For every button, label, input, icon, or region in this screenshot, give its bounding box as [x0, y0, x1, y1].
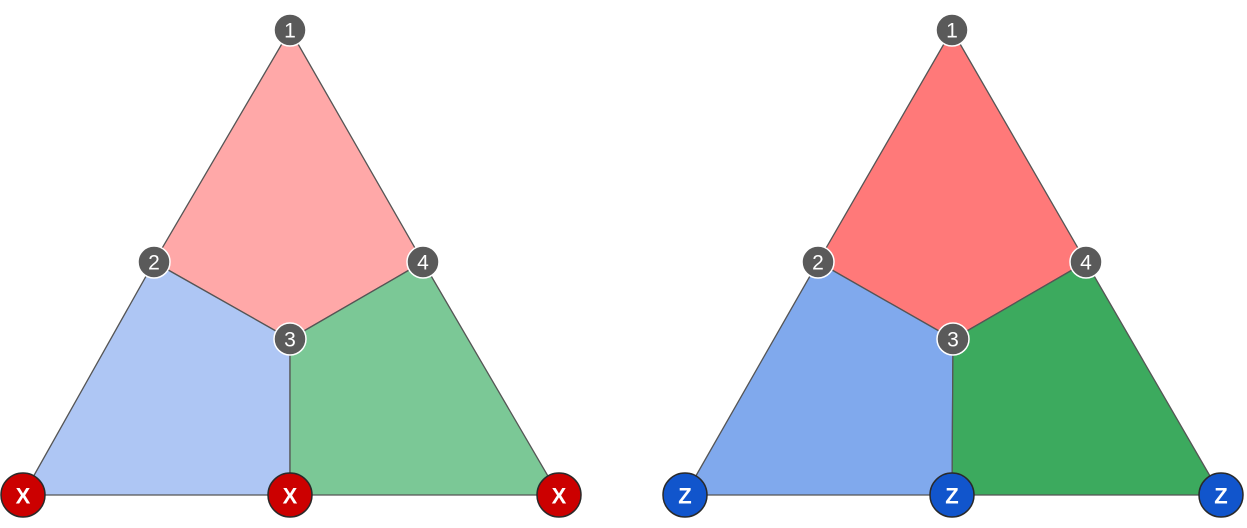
right-corner-bottom-right: Z	[1198, 472, 1244, 518]
left-corner-bottom-middle: X	[267, 472, 313, 518]
left-node-1: 1	[273, 13, 307, 47]
left-node-4: 4	[406, 245, 440, 279]
right-node-2: 2	[801, 245, 835, 279]
left-corner-bottom-left-label: X	[16, 484, 31, 509]
right-panel: 1 2 3 4 Z Z Z	[662, 13, 1244, 518]
left-node-2-label: 2	[148, 252, 160, 275]
right-node-4-label: 4	[1080, 252, 1092, 275]
left-node-3: 3	[273, 322, 307, 356]
left-panel: 1 2 3 4 X X X	[0, 13, 582, 518]
left-corner-bottom-right: X	[536, 472, 582, 518]
right-corner-bottom-left-label: Z	[678, 484, 691, 509]
left-node-3-label: 3	[284, 329, 296, 352]
right-corner-bottom-left: Z	[662, 472, 708, 518]
right-corner-bottom-middle-label: Z	[945, 484, 958, 509]
right-node-2-label: 2	[812, 252, 824, 275]
right-node-4: 4	[1069, 245, 1103, 279]
left-node-2: 2	[137, 245, 171, 279]
left-corner-bottom-right-label: X	[552, 484, 567, 509]
right-node-3: 3	[936, 322, 970, 356]
left-node-4-label: 4	[417, 252, 429, 275]
right-node-1-label: 1	[946, 20, 958, 43]
left-corner-bottom-middle-label: X	[283, 484, 298, 509]
left-corner-bottom-left: X	[0, 472, 46, 518]
right-node-3-label: 3	[947, 329, 959, 352]
right-corner-bottom-middle: Z	[929, 472, 975, 518]
right-node-1: 1	[935, 13, 969, 47]
right-corner-bottom-right-label: Z	[1214, 484, 1227, 509]
left-node-1-label: 1	[284, 20, 296, 43]
